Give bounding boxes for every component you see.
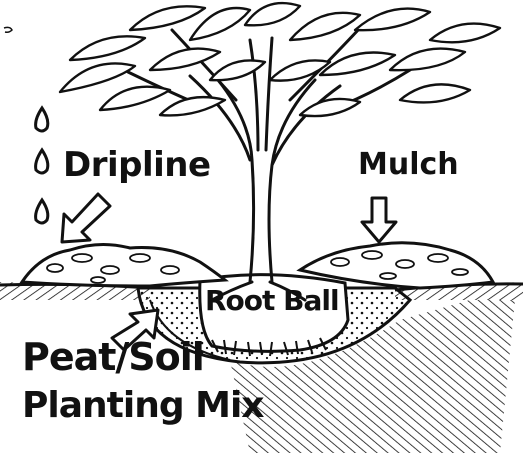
water-drop-icon <box>36 108 48 131</box>
water-drop-icon <box>36 150 48 173</box>
corner-mark <box>4 27 12 32</box>
mulch-label: Mulch <box>358 150 459 180</box>
tree-foliage <box>60 3 500 116</box>
arrow-icon <box>362 198 396 242</box>
arrow-icon <box>62 194 110 242</box>
water-drops <box>36 108 48 223</box>
water-drop-icon <box>36 200 48 223</box>
root-ball-label: Root Ball <box>205 287 339 315</box>
planting-mix-label: Planting Mix <box>22 388 264 424</box>
dripline-label: Dripline <box>63 148 211 182</box>
peat-soil-label: Peat/Soil <box>22 338 204 376</box>
